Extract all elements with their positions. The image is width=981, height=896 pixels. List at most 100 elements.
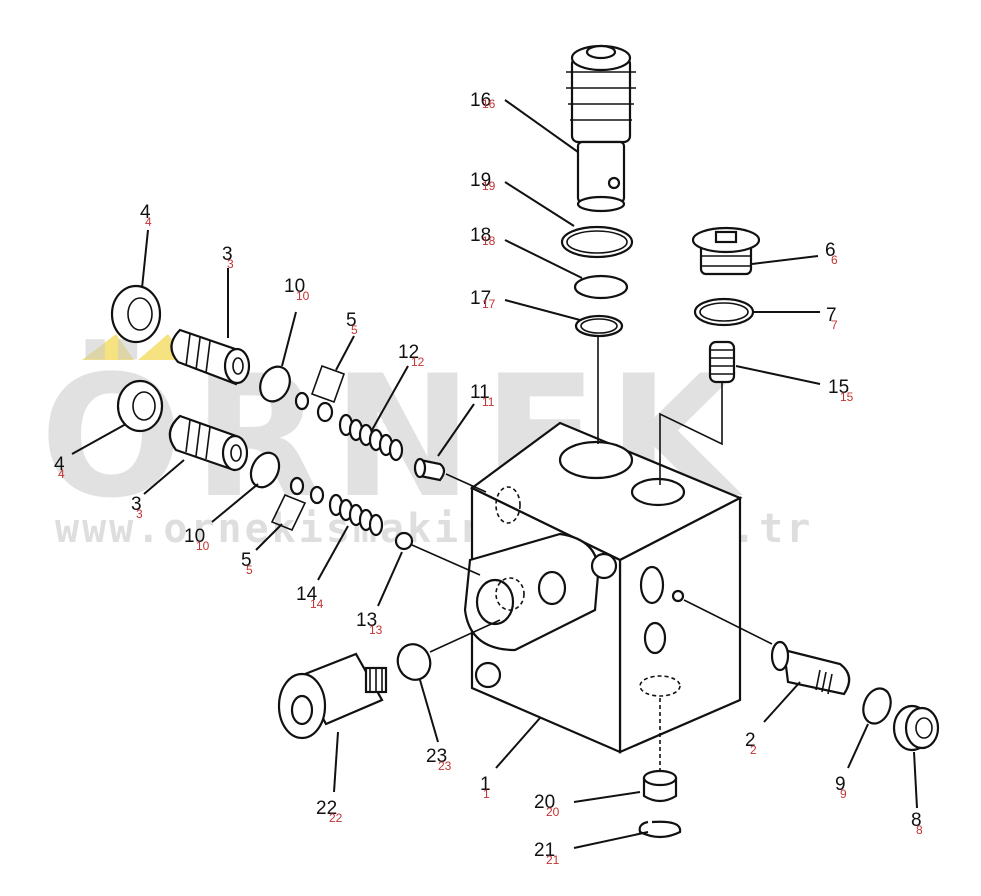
flange-port-2	[537, 570, 567, 606]
seal-pair-5-upper	[294, 364, 346, 423]
body-side-pin-hole	[671, 589, 685, 603]
poppet-11	[413, 457, 446, 482]
flange-hidden-port	[495, 577, 525, 611]
label-4-upper: 4	[140, 202, 151, 223]
sublabel-8: 8	[916, 823, 923, 837]
sublabel-2: 2	[750, 743, 757, 757]
sublabel-4-upper: 4	[145, 215, 152, 229]
o-ring-10-upper	[259, 365, 291, 403]
label-10-lower: 10	[184, 526, 205, 547]
label-3-lower: 3	[131, 494, 142, 515]
label-5-lower: 5	[241, 550, 252, 571]
label-7: 7	[826, 305, 837, 326]
label-11: 11	[470, 382, 490, 403]
label-23: 23	[426, 746, 447, 767]
sublabel-18: 18	[482, 234, 496, 248]
sublabel-14: 14	[310, 597, 324, 611]
body-top-port-small	[630, 477, 686, 507]
lock-nut-4-lower	[116, 379, 164, 433]
sublabel-9: 9	[840, 787, 847, 801]
label-6: 6	[825, 240, 836, 261]
body-side-port-1	[639, 565, 665, 605]
sublabel-23: 23	[438, 759, 452, 773]
part-labels: 16 16 19 19 18 18 17 17 6 6 7 7 15 15 4 …	[54, 90, 923, 867]
o-ring-23	[396, 643, 432, 681]
body-bottom-hidden-port	[639, 675, 681, 697]
sublabel-13: 13	[369, 623, 383, 637]
watermark-accent-left	[82, 334, 134, 360]
sublabel-10-lower: 10	[196, 539, 210, 553]
spring-14	[328, 493, 384, 537]
sublabel-5-upper: 5	[351, 323, 358, 337]
label-16: 16	[470, 90, 491, 111]
sublabel-20: 20	[546, 805, 560, 819]
sublabel-1: 1	[483, 787, 490, 801]
relief-cartridge	[566, 44, 636, 213]
o-ring-9	[862, 687, 892, 725]
cartridge-top-nut	[585, 44, 617, 60]
adjust-screw-3-lower	[168, 414, 249, 472]
sublabel-5-lower: 5	[246, 563, 253, 577]
label-10-upper: 10	[284, 276, 305, 297]
sublabel-22: 22	[329, 811, 343, 825]
valve-body	[463, 421, 743, 754]
label-2: 2	[745, 730, 756, 751]
label-19: 19	[470, 170, 491, 191]
flange-port-1	[475, 578, 515, 626]
o-ring-10-lower	[249, 451, 281, 489]
label-4-lower: 4	[54, 454, 65, 475]
body-bolt-hole-bottom	[474, 661, 502, 689]
plug-8	[892, 704, 940, 752]
plug-22	[277, 652, 388, 740]
lock-nut-4-upper	[110, 284, 162, 344]
label-21: 21	[534, 840, 555, 861]
cartridge-port	[607, 176, 621, 190]
body-bolt-hole-top	[590, 552, 618, 580]
plug-6	[691, 226, 761, 276]
spring-15	[708, 340, 736, 384]
body-side-port-2	[643, 621, 667, 655]
sublabel-3-lower: 3	[136, 507, 143, 521]
label-20: 20	[534, 792, 555, 813]
adjust-screw-3-upper	[170, 328, 251, 386]
label-22: 22	[316, 798, 337, 819]
seal-pair-5-lower	[270, 476, 325, 532]
label-3-upper: 3	[222, 244, 233, 265]
cartridge-lower-body	[576, 140, 626, 204]
spring-12	[338, 413, 404, 462]
sublabel-19: 19	[482, 179, 496, 193]
sublabel-21: 21	[546, 853, 560, 867]
label-15: 15	[828, 377, 849, 398]
sublabel-12: 12	[411, 355, 425, 369]
sublabel-10-upper: 10	[296, 289, 310, 303]
snap-ring-21	[638, 820, 682, 839]
sublabel-16: 16	[482, 97, 496, 111]
label-17: 17	[470, 288, 491, 309]
label-5-upper: 5	[346, 310, 357, 331]
sublabel-4-lower: 4	[58, 467, 65, 481]
label-14: 14	[296, 584, 318, 605]
sublabel-3-upper: 3	[227, 257, 234, 271]
label-9: 9	[835, 774, 846, 795]
label-18: 18	[470, 225, 491, 246]
sublabel-11: 11	[482, 395, 495, 409]
sublabel-6: 6	[831, 253, 838, 267]
label-12: 12	[398, 342, 419, 363]
sublabel-7: 7	[831, 318, 838, 332]
backup-ring-18	[573, 274, 629, 300]
collar-20	[642, 769, 678, 803]
ball-13	[394, 531, 414, 551]
label-13: 13	[356, 610, 377, 631]
assembly-line-spring	[659, 382, 723, 485]
cartridge-thread	[576, 195, 626, 213]
body-hidden-port	[495, 486, 521, 524]
o-ring-19	[560, 225, 634, 259]
sublabel-15: 15	[840, 390, 854, 404]
label-1: 1	[480, 774, 491, 795]
leader-lines	[71, 99, 918, 849]
body-top-port-large	[558, 440, 634, 480]
sublabel-17: 17	[482, 297, 496, 311]
spool-2	[770, 640, 851, 696]
